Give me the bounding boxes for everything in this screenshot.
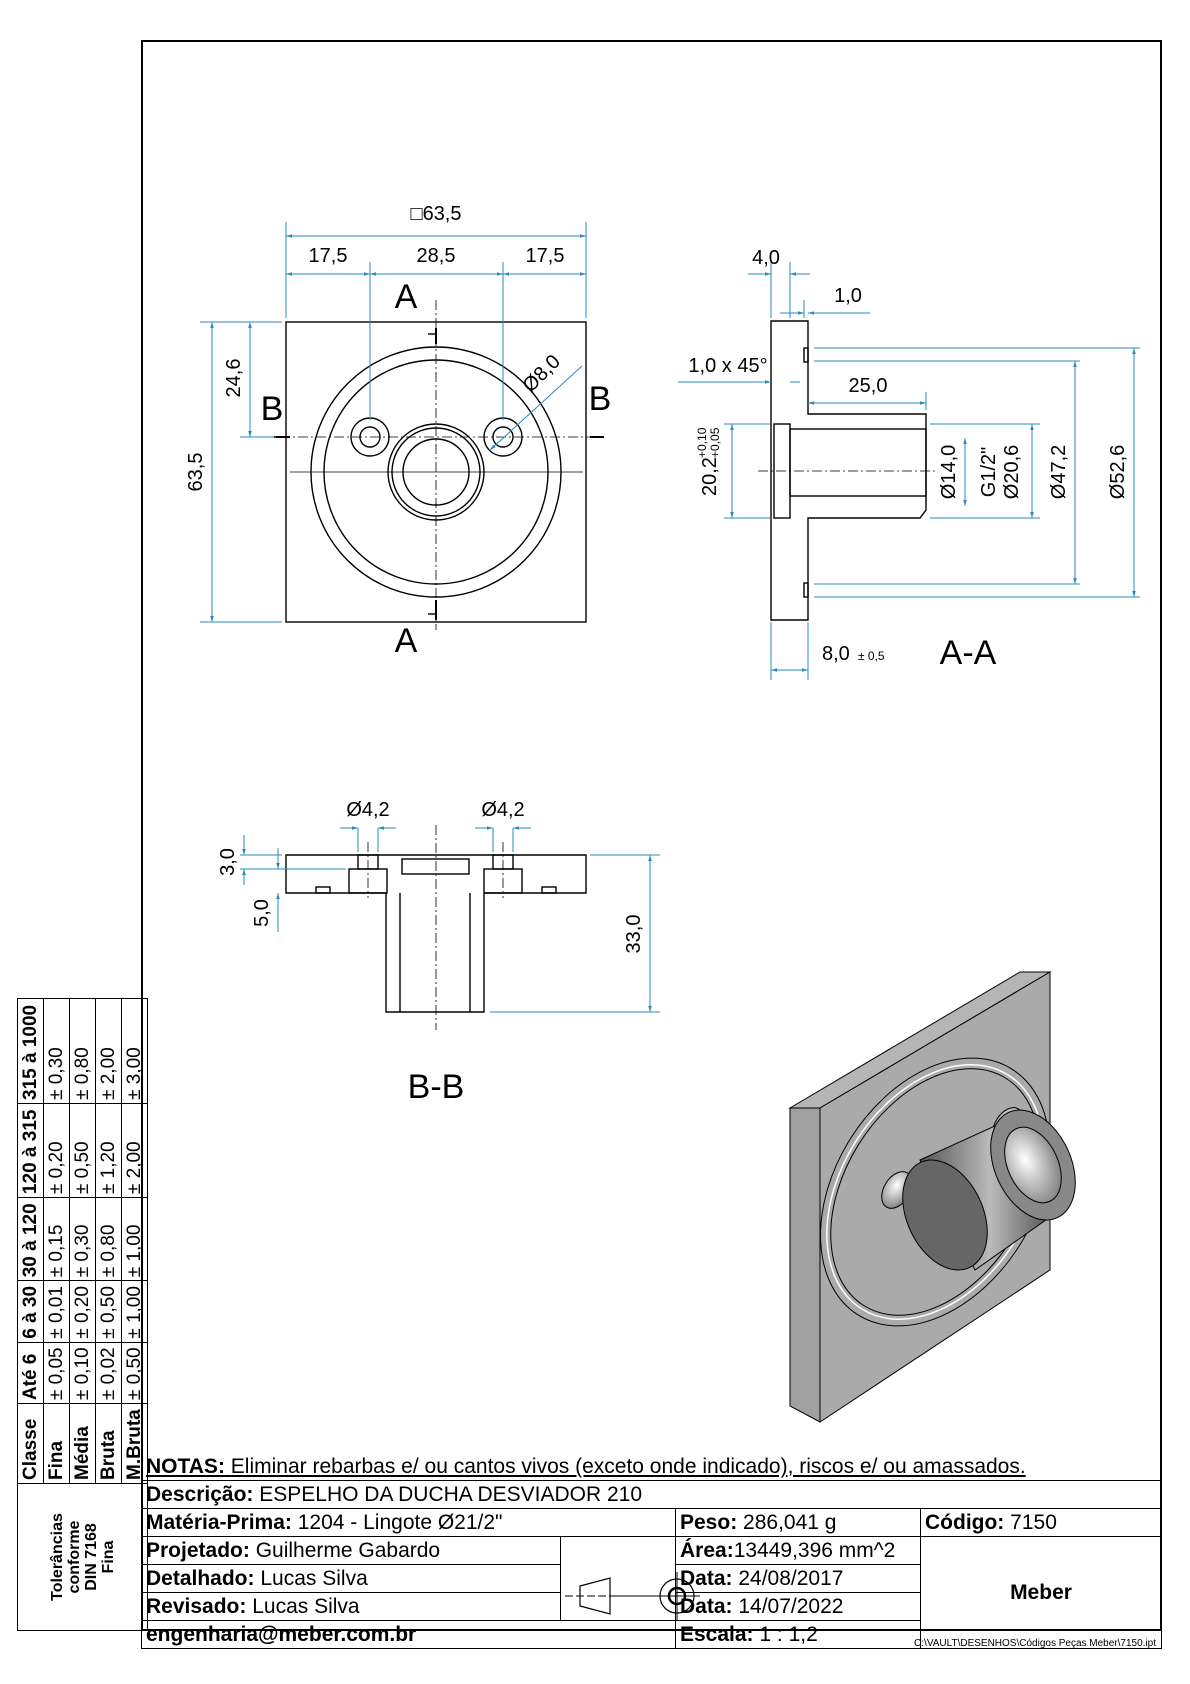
section-bb-view: Ø4,2 Ø4,2 3,0 5,0 33,0 B-B [217,799,660,1106]
dim-hole-spacing: 28,5 [417,245,456,267]
dim-left-offset: 17,5 [309,245,348,267]
tolerance-standard-note: Tolerâncias conforme DIN 7168 Fina [17,1483,148,1631]
dim-groove-depth: 1,0 [834,285,862,307]
dim-flange-thickness: 4,0 [752,247,780,269]
dim-groove-outer: Ø52,6 [1107,445,1129,499]
dim-hole-right: Ø4,2 [481,799,524,821]
reviewer-cell: Revisado: Lucas Silva [141,1592,561,1621]
dim-thread: G1/2" [978,447,1000,497]
section-label-a-top: A [395,278,418,316]
tol-header: Classe [17,1403,44,1484]
date-revised-value: 14/07/2022 [738,1594,844,1618]
weight-value: 286,041 g [743,1510,837,1534]
dim-hole-left: Ø4,2 [346,799,389,821]
dim-bore: Ø14,0 [938,445,960,499]
tol-header: Até 6 [17,1342,44,1404]
section-aa-view: 4,0 1,0 1,0 x 45° 25,0 20,2 +0,10 +0,05 … [678,247,1140,680]
file-path: C:\VAULT\DESENHOS\Códigos Peças Meber\71… [914,1638,1156,1649]
dim-thread-dia: Ø20,6 [1001,445,1023,499]
dim-square-size: □63,5 [410,203,461,225]
scale-cell: Escala: 1 : 1,2 [675,1620,921,1649]
notes: NOTAS: Eliminar rebarbas e/ ou cantos vi… [146,1455,1026,1479]
dim-flange-total: 8,0 [822,643,850,665]
dim-hole-vertical: 24,6 [223,359,245,398]
description-row: Descrição: ESPELHO DA DUCHA DESVIADOR 21… [141,1480,1162,1509]
tol-header: 120 à 315 [17,1103,44,1198]
code-value: 7150 [1010,1510,1057,1534]
designer-cell: Projetado: Guilherme Gabardo [141,1536,561,1565]
detailer-value: Lucas Silva [260,1566,368,1590]
tol-header: 315 à 1000 [17,998,44,1104]
date-revised-cell: Data: 14/07/2022 [675,1592,921,1621]
weight-cell: Peso: 286,041 g [675,1508,921,1537]
dim-right-offset: 17,5 [526,245,565,267]
notes-text: Eliminar rebarbas e/ ou cantos vivos (ex… [230,1455,1026,1478]
dim-overall-length: 33,0 [623,915,645,954]
material-cell: Matéria-Prima: 1204 - Lingote Ø21/2" [141,1508,676,1537]
material-value: 1204 - Lingote Ø21/2" [297,1510,503,1534]
front-view: □63,5 17,5 28,5 17,5 63,5 24,6 Ø8,0 A A … [185,203,611,660]
company-logo: Meber [920,1536,1162,1649]
date-created-cell: Data: 24/08/2017 [675,1564,921,1593]
tolerance-table: Tolerâncias conforme DIN 7168 Fina Class… [17,998,148,1631]
scale-value: 1 : 1,2 [759,1622,818,1646]
detailer-cell: Detalhado: Lucas Silva [141,1564,561,1593]
dim-counterbore-tol-lower: +0,05 [708,427,722,458]
section-label-b-right: B [589,380,612,418]
section-aa-title: A-A [940,634,997,672]
section-label-a-bottom: A [395,622,418,660]
dim-boss-length: 25,0 [849,375,888,397]
tol-header: 30 à 120 [17,1197,44,1281]
tol-header: 6 à 30 [17,1280,44,1343]
email-link[interactable]: engenharia@meber.com.br [141,1620,676,1649]
dim-chamfer: 1,0 x 45° [688,355,767,377]
area-cell: Área:13449,396 mm^2 [675,1536,921,1565]
isometric-view [788,971,1076,1423]
section-label-b-left: B [261,390,284,428]
dim-groove-inner: Ø47,2 [1048,445,1070,499]
dim-counterbore-tol-upper: +0,10 [695,427,709,458]
title-block: Descrição: ESPELHO DA DUCHA DESVIADOR 21… [141,1480,1162,1649]
designer-value: Guilherme Gabardo [255,1538,441,1562]
dim-hole-diameter: Ø8,0 [519,351,565,397]
dim-height: 63,5 [185,453,207,492]
dim-flange-depth: 5,0 [251,899,273,927]
dim-flange-total-tol: ± 0,5 [858,649,885,663]
notes-label: NOTAS: [146,1455,225,1478]
dim-counterbore: 20,2 [699,457,721,496]
section-bb-title: B-B [408,1068,465,1106]
reviewer-value: Lucas Silva [252,1594,360,1618]
description-value: ESPELHO DA DUCHA DESVIADOR 210 [259,1482,643,1506]
dim-top-depth: 3,0 [217,848,239,876]
area-value: 13449,396 mm^2 [733,1538,896,1562]
date-created-value: 24/08/2017 [738,1566,844,1590]
code-cell: Código: 7150 [920,1508,1162,1537]
